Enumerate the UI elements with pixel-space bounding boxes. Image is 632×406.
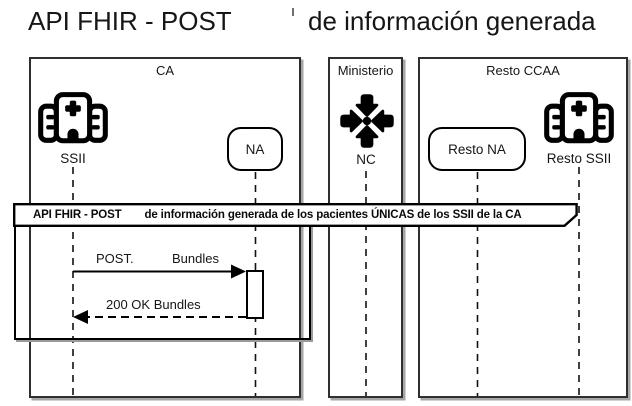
participant-resto-na-label: Resto NA bbox=[448, 141, 506, 157]
activation-bar-na bbox=[246, 270, 264, 319]
participant-na-node: NA bbox=[227, 127, 283, 171]
stray-tick-mark bbox=[292, 8, 294, 16]
container-ministerio-label: Ministerio bbox=[337, 63, 394, 78]
participant-resto-na-node: Resto NA bbox=[428, 127, 526, 171]
fragment-banner-subtitle: de información generada de los pacientes… bbox=[144, 209, 522, 221]
hospital-icon bbox=[38, 92, 108, 144]
page-title-right: de información generada bbox=[308, 6, 596, 36]
container-ca-label: CA bbox=[155, 63, 175, 78]
participant-ssii-label: SSII bbox=[60, 151, 86, 166]
fragment-banner: API FHIR - POST de información generada … bbox=[13, 203, 578, 227]
request-verb-label: POST. bbox=[96, 251, 134, 266]
participant-na-label: NA bbox=[245, 141, 265, 157]
converge-arrows-icon bbox=[340, 94, 394, 148]
response-label: 200 OK Bundles bbox=[106, 297, 201, 312]
container-ca: CA bbox=[29, 57, 301, 398]
fragment-banner-shape bbox=[13, 203, 578, 227]
container-resto-ccaa: Resto CCAA bbox=[418, 57, 628, 398]
container-ministerio: Ministerio bbox=[328, 57, 403, 398]
participant-resto-ssii-label: Resto SSII bbox=[546, 151, 612, 166]
request-payload-label: Bundles bbox=[172, 251, 219, 266]
participant-nc-label: NC bbox=[356, 152, 376, 167]
fragment-banner-text: API FHIR - POST de información generada … bbox=[13, 203, 578, 227]
page-title-left: API FHIR - POST bbox=[28, 6, 232, 36]
fragment-banner-title: API FHIR - POST bbox=[33, 209, 122, 221]
container-resto-ccaa-label: Resto CCAA bbox=[486, 63, 560, 78]
hospital-icon bbox=[544, 92, 614, 144]
